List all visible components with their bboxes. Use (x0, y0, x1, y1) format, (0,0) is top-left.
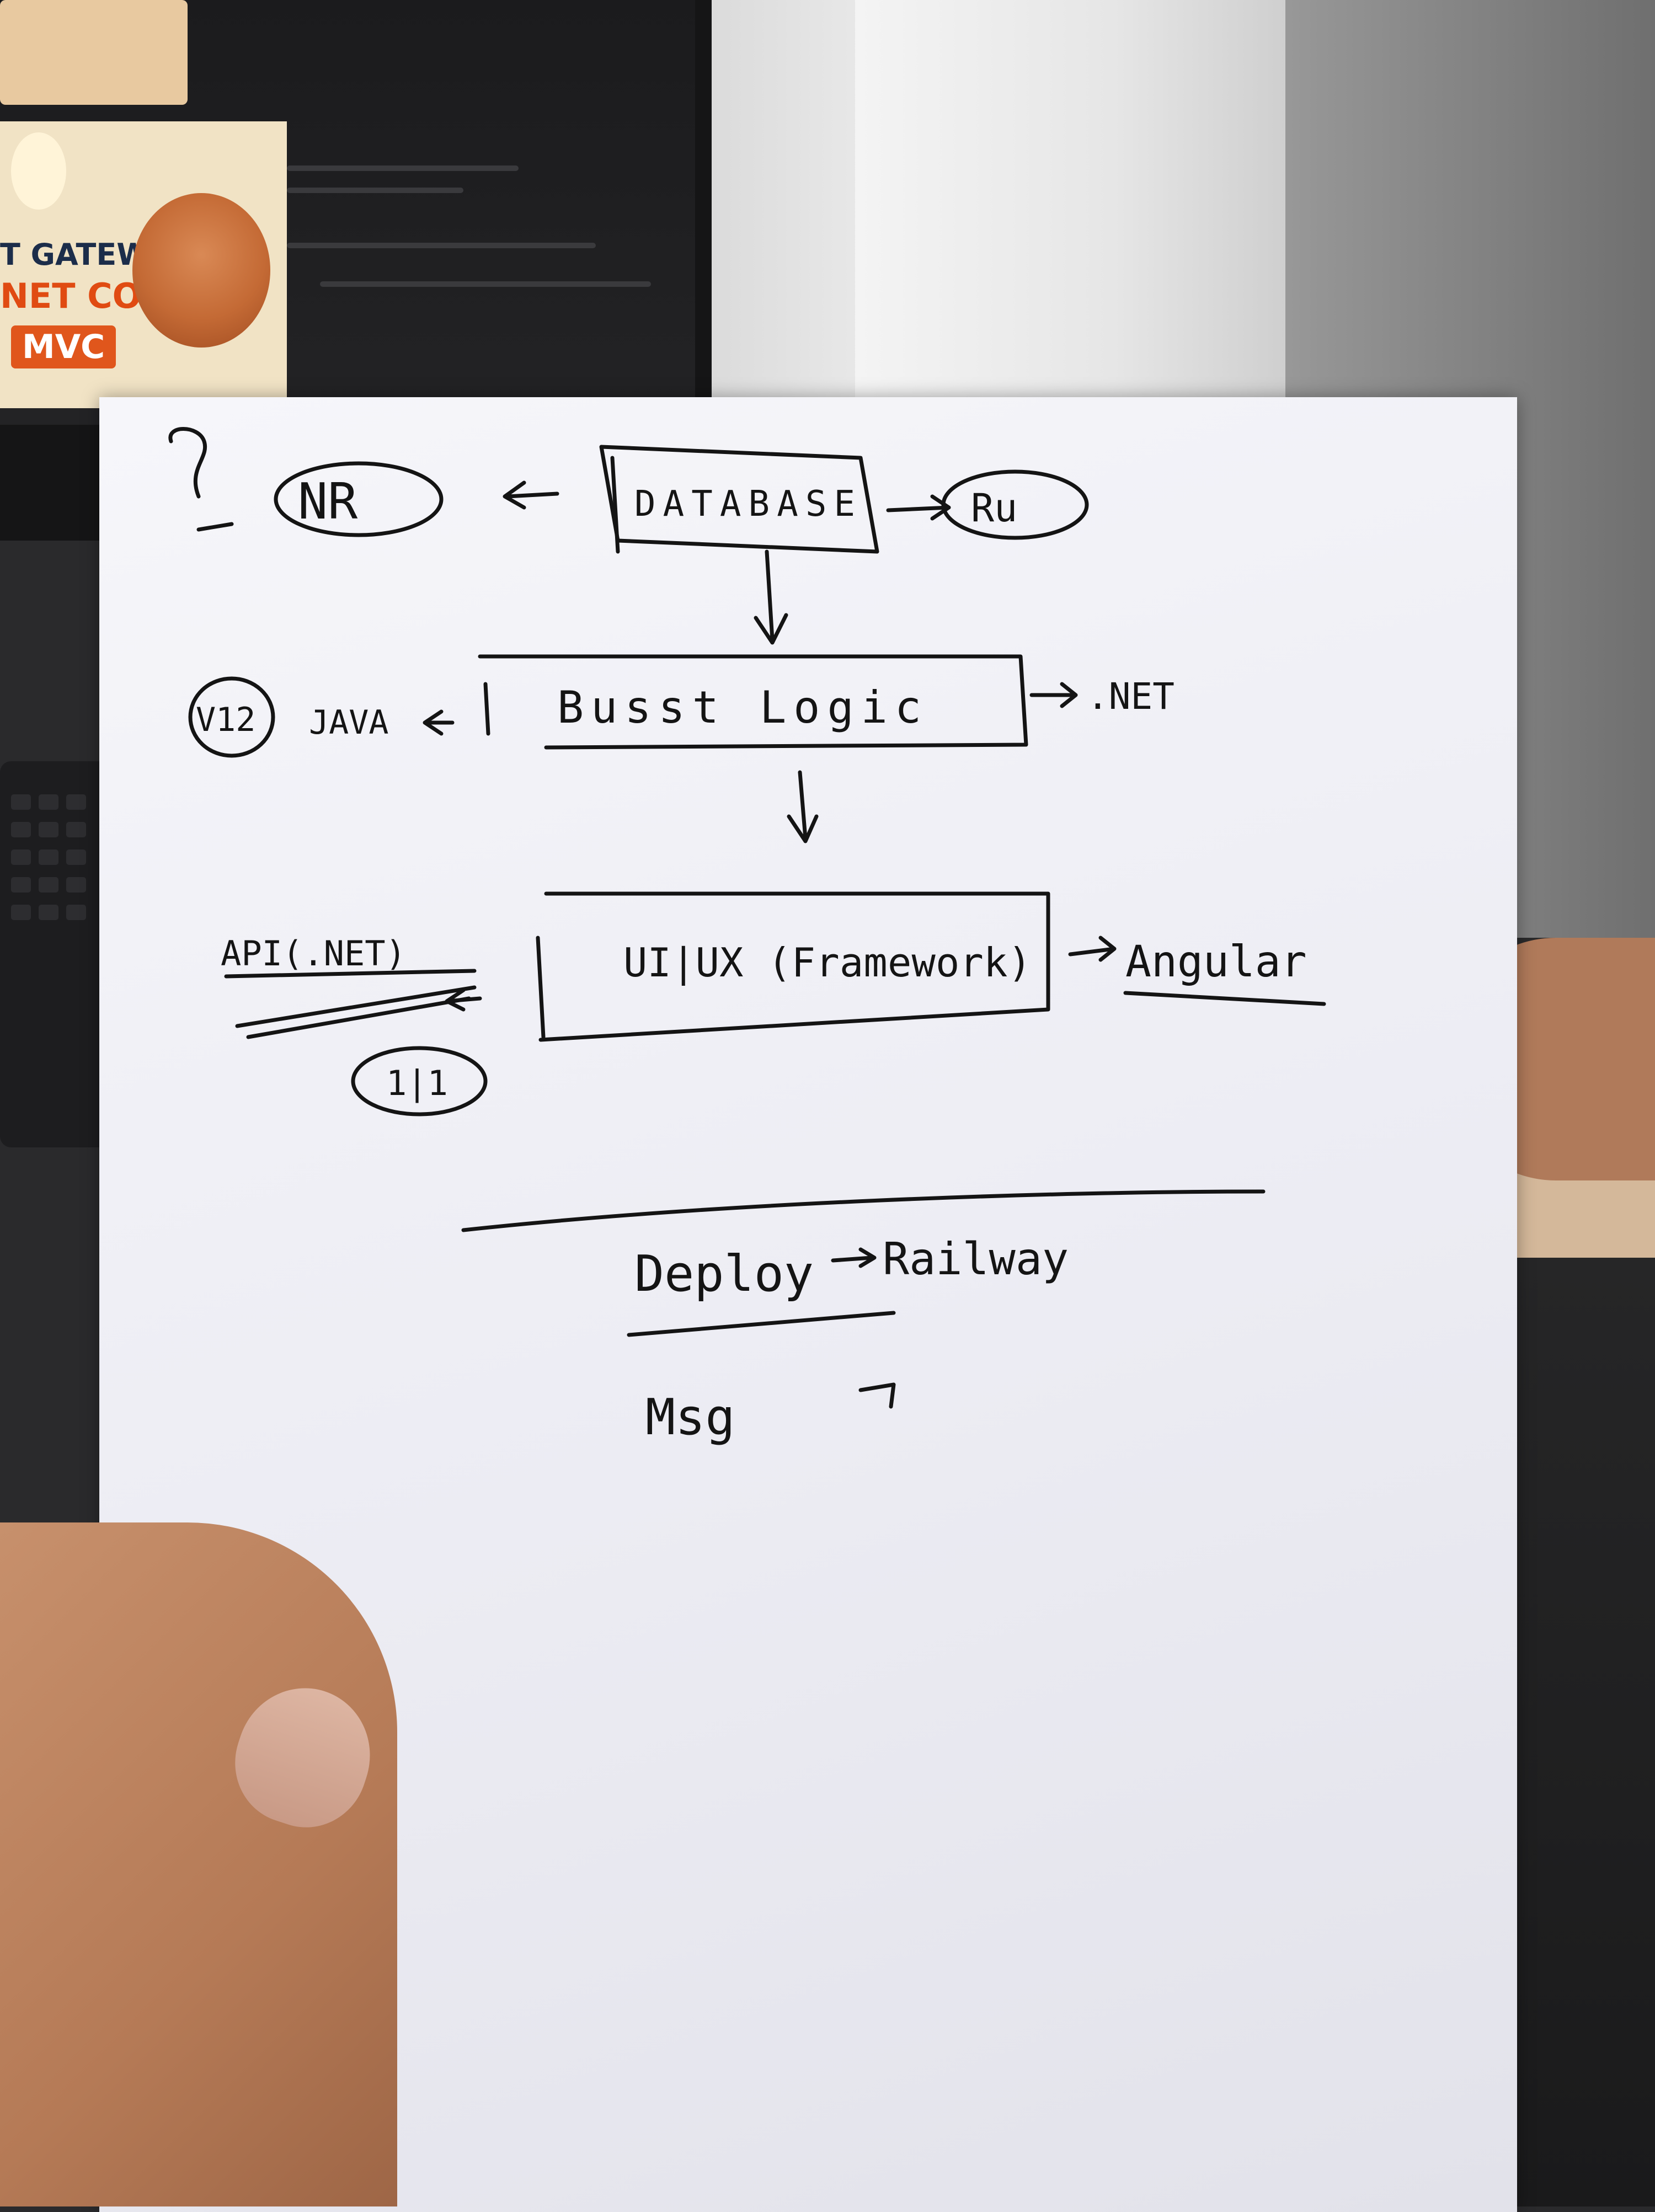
question-mark-dot (196, 522, 234, 532)
msg-arrow (858, 1382, 896, 1409)
section-divider (461, 1189, 1266, 1232)
keyboard-key (11, 877, 31, 893)
database-label: DATABASE (634, 484, 855, 525)
keyboard-key (11, 849, 31, 865)
keyboard-key (39, 877, 58, 893)
tag-1-1-circle (351, 1046, 488, 1116)
keyboard-key (66, 849, 86, 865)
monitor-screen: T GATEWAY NET CORE MVC (0, 0, 695, 425)
business-logic-label: Busst Logic (557, 682, 921, 733)
v12-circle (188, 676, 275, 758)
arrow-to-api (445, 988, 482, 1012)
dotnet-label: .NET (1087, 675, 1174, 718)
ru-circle (941, 469, 1089, 540)
keyboard-key (11, 822, 31, 837)
railway-label: Railway (883, 1233, 1069, 1285)
v12-label: V12 (196, 701, 255, 739)
list-line (320, 281, 651, 287)
angular-underline (1123, 991, 1326, 1006)
nr-circle (274, 461, 444, 537)
deploy-label: Deploy (634, 1245, 814, 1303)
keyboard-key (66, 877, 86, 893)
database-box (599, 445, 879, 554)
arrow-to-java (423, 709, 455, 736)
keyboard-key (39, 822, 58, 837)
instructor-avatar (132, 193, 270, 348)
ui-box-left-edge (536, 936, 546, 1039)
background-pillar (855, 0, 1285, 452)
arrow-down-to-logic (754, 549, 788, 645)
logic-box-left-edge (483, 682, 490, 736)
keyboard-key (66, 794, 86, 810)
screen-thumbnail (0, 0, 188, 105)
java-label: JAVA (309, 703, 389, 742)
question-mark-stroke (168, 427, 207, 499)
angular-label: Angular (1125, 937, 1307, 987)
list-line (287, 165, 519, 171)
banner-logo (11, 132, 66, 210)
arrow-to-nr (503, 480, 559, 510)
banner-text-line3: MVC (11, 325, 116, 368)
list-line (287, 243, 596, 248)
tag-1-1-label: 1|1 (386, 1063, 448, 1104)
msg-label: Msg (645, 1388, 735, 1446)
keyboard-key (39, 849, 58, 865)
api-double-arrow-lines (235, 985, 477, 1039)
list-line (287, 188, 463, 193)
nr-label: NR (298, 473, 358, 531)
keyboard-key (39, 794, 58, 810)
arrow-down-to-ui (787, 770, 819, 843)
arrow-to-ru (886, 494, 951, 521)
logic-box (478, 654, 1028, 750)
keyboard-key (66, 905, 86, 920)
arrow-to-dotnet (1029, 682, 1078, 708)
ui-ux-label: UI|UX (Framework) (623, 939, 1032, 986)
deploy-underline (627, 1311, 896, 1337)
api-underline (224, 969, 477, 979)
keyboard-key (39, 905, 58, 920)
keyboard-key (11, 905, 31, 920)
arrow-to-railway (831, 1247, 877, 1268)
thumb (0, 1522, 397, 2206)
database-box-left-edge (610, 456, 620, 554)
background-monitor: T GATEWAY NET CORE MVC (0, 0, 712, 541)
keyboard-key (11, 794, 31, 810)
screen-video-list (287, 154, 684, 320)
ru-label: Ru (971, 485, 1017, 531)
arrow-to-angular (1068, 936, 1117, 962)
keyboard-key (66, 822, 86, 837)
api-label: API(.NET) (221, 933, 406, 974)
ui-box (538, 891, 1050, 1042)
